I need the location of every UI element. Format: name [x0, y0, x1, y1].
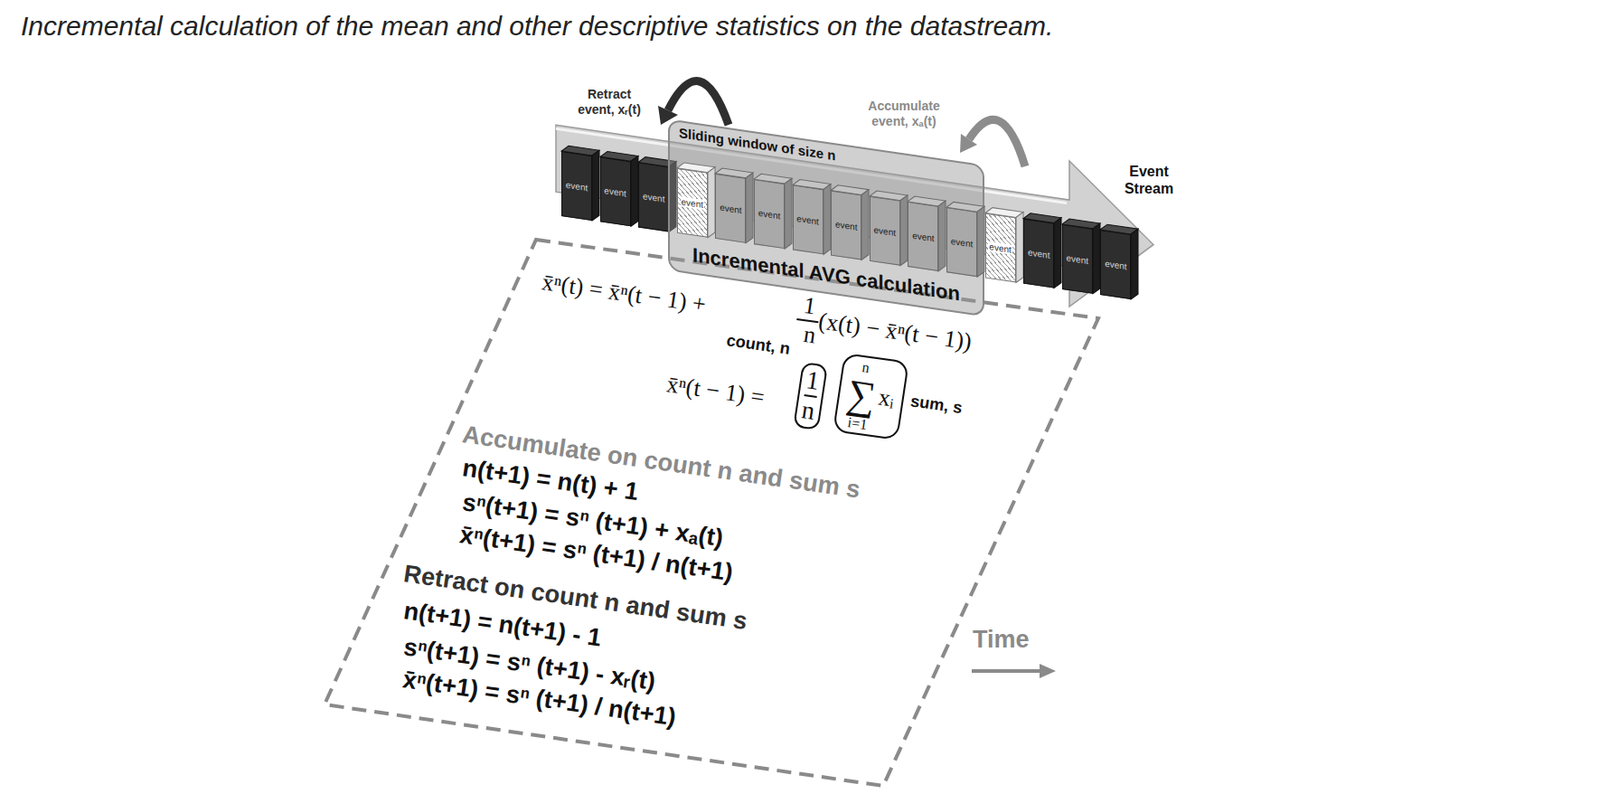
- sum-symbol-text: i=1: [846, 414, 868, 433]
- event-box: event: [869, 196, 901, 266]
- text-slot: Incremental calculation of the mean and …: [20, 10, 1054, 42]
- fraction-text: 1: [803, 366, 821, 398]
- event-box: event: [753, 178, 785, 249]
- event-side-face: [938, 199, 946, 273]
- text-slot: Accumulate event, xₐ(t): [862, 98, 946, 130]
- fraction-text: n: [800, 395, 818, 426]
- formula-text: (x(t) − x̄ⁿ(t − 1)): [817, 307, 974, 357]
- event-label: event: [835, 218, 857, 233]
- sum-term: xᵢ: [876, 385, 897, 414]
- panel-dashed-border: [324, 239, 1099, 786]
- event-label: event: [719, 201, 742, 216]
- text-slot: Time: [972, 625, 1030, 654]
- event-side-face: [823, 182, 831, 255]
- formula-panel: x̄ⁿ(t) = x̄ⁿ(t − 1) +1n(x(t) − x̄ⁿ(t − 1…: [324, 239, 1099, 786]
- event-label: event: [1104, 257, 1127, 272]
- event-label: event: [912, 229, 934, 244]
- event-box: event: [715, 173, 746, 244]
- text-slot: x̄ⁿ(t − 1) =: [665, 370, 767, 412]
- text-slot: sum, s: [909, 391, 964, 418]
- text-slot: count, n: [724, 330, 791, 359]
- time-arrow: [971, 668, 1042, 673]
- event-side-face: [784, 177, 792, 250]
- event-side-face: [1054, 216, 1062, 290]
- formula-text: x̄ⁿ(t − 1) =: [665, 370, 767, 412]
- event-side-face: [861, 188, 869, 262]
- event-box: event: [946, 207, 978, 277]
- event-box-hatched: event: [677, 168, 708, 238]
- sum-symbol-column: n∑i=1: [842, 357, 882, 433]
- box-heading: sum, s: [909, 391, 964, 418]
- event-side-face: [592, 149, 600, 222]
- sum-box: n∑i=1xᵢsum, s: [832, 352, 910, 441]
- event-side-face: [1016, 210, 1024, 283]
- formula-text: x̄ⁿ(t) = x̄ⁿ(t − 1) +: [540, 268, 708, 319]
- event-label: event: [1066, 252, 1089, 266]
- window-label: Sliding window of size n: [678, 124, 836, 163]
- callout-label: Accumulate event, xₐ(t): [862, 98, 946, 130]
- event-label: event: [874, 224, 896, 238]
- event-box: event: [561, 150, 593, 221]
- axis-label: Time: [972, 625, 1030, 654]
- text-slot: Retract event, xᵣ(t): [567, 86, 651, 118]
- event-side-face: [977, 205, 985, 278]
- accumulate-arrow: [969, 119, 1026, 167]
- event-label: event: [1027, 246, 1050, 261]
- sum-symbol-text: n: [860, 358, 871, 377]
- event-label: event: [603, 184, 626, 198]
- event-label: event: [565, 178, 588, 193]
- text-slot: (x(t) − x̄ⁿ(t − 1)): [817, 307, 974, 357]
- event-label: event: [758, 207, 781, 221]
- event-box: event: [600, 156, 631, 226]
- sum-symbol-text: ∑: [844, 373, 879, 417]
- panel-outline: [324, 239, 1099, 786]
- event-box: event: [792, 184, 824, 255]
- event-label: event: [796, 213, 819, 227]
- event-label: event: [988, 240, 1012, 255]
- stream-label: Event Stream: [1119, 162, 1179, 198]
- event-side-face: [630, 154, 639, 227]
- event-side-face: [1092, 222, 1101, 295]
- sliding-window: Sliding window of size nIncremental AVG …: [668, 118, 985, 317]
- event-label: event: [680, 196, 705, 210]
- event-box: event: [830, 190, 862, 261]
- count-box: count, n1n: [792, 361, 829, 431]
- event-box: event: [1062, 224, 1093, 294]
- figure-title: Incremental calculation of the mean and …: [20, 10, 1054, 42]
- event-box: event: [1100, 229, 1131, 300]
- event-box: event: [907, 201, 939, 272]
- event-box: event: [638, 161, 669, 232]
- text-slot: Event Stream: [1119, 162, 1179, 198]
- event-box-hatched: event: [985, 212, 1017, 283]
- retract-arrow: [668, 81, 729, 125]
- time-arrowhead: [1039, 663, 1056, 678]
- event-side-face: [1130, 227, 1139, 301]
- accumulate-arrowhead: [960, 133, 978, 153]
- box-heading: count, n: [724, 330, 791, 359]
- event-side-face: [745, 171, 753, 245]
- event-side-face: [707, 166, 716, 239]
- event-label: event: [950, 235, 973, 249]
- callout-label: Retract event, xᵣ(t): [567, 86, 651, 118]
- event-side-face: [900, 194, 908, 267]
- event-label: event: [642, 190, 665, 205]
- text-slot: x̄ⁿ(t) = x̄ⁿ(t − 1) +: [540, 268, 708, 319]
- event-box: event: [1023, 218, 1055, 289]
